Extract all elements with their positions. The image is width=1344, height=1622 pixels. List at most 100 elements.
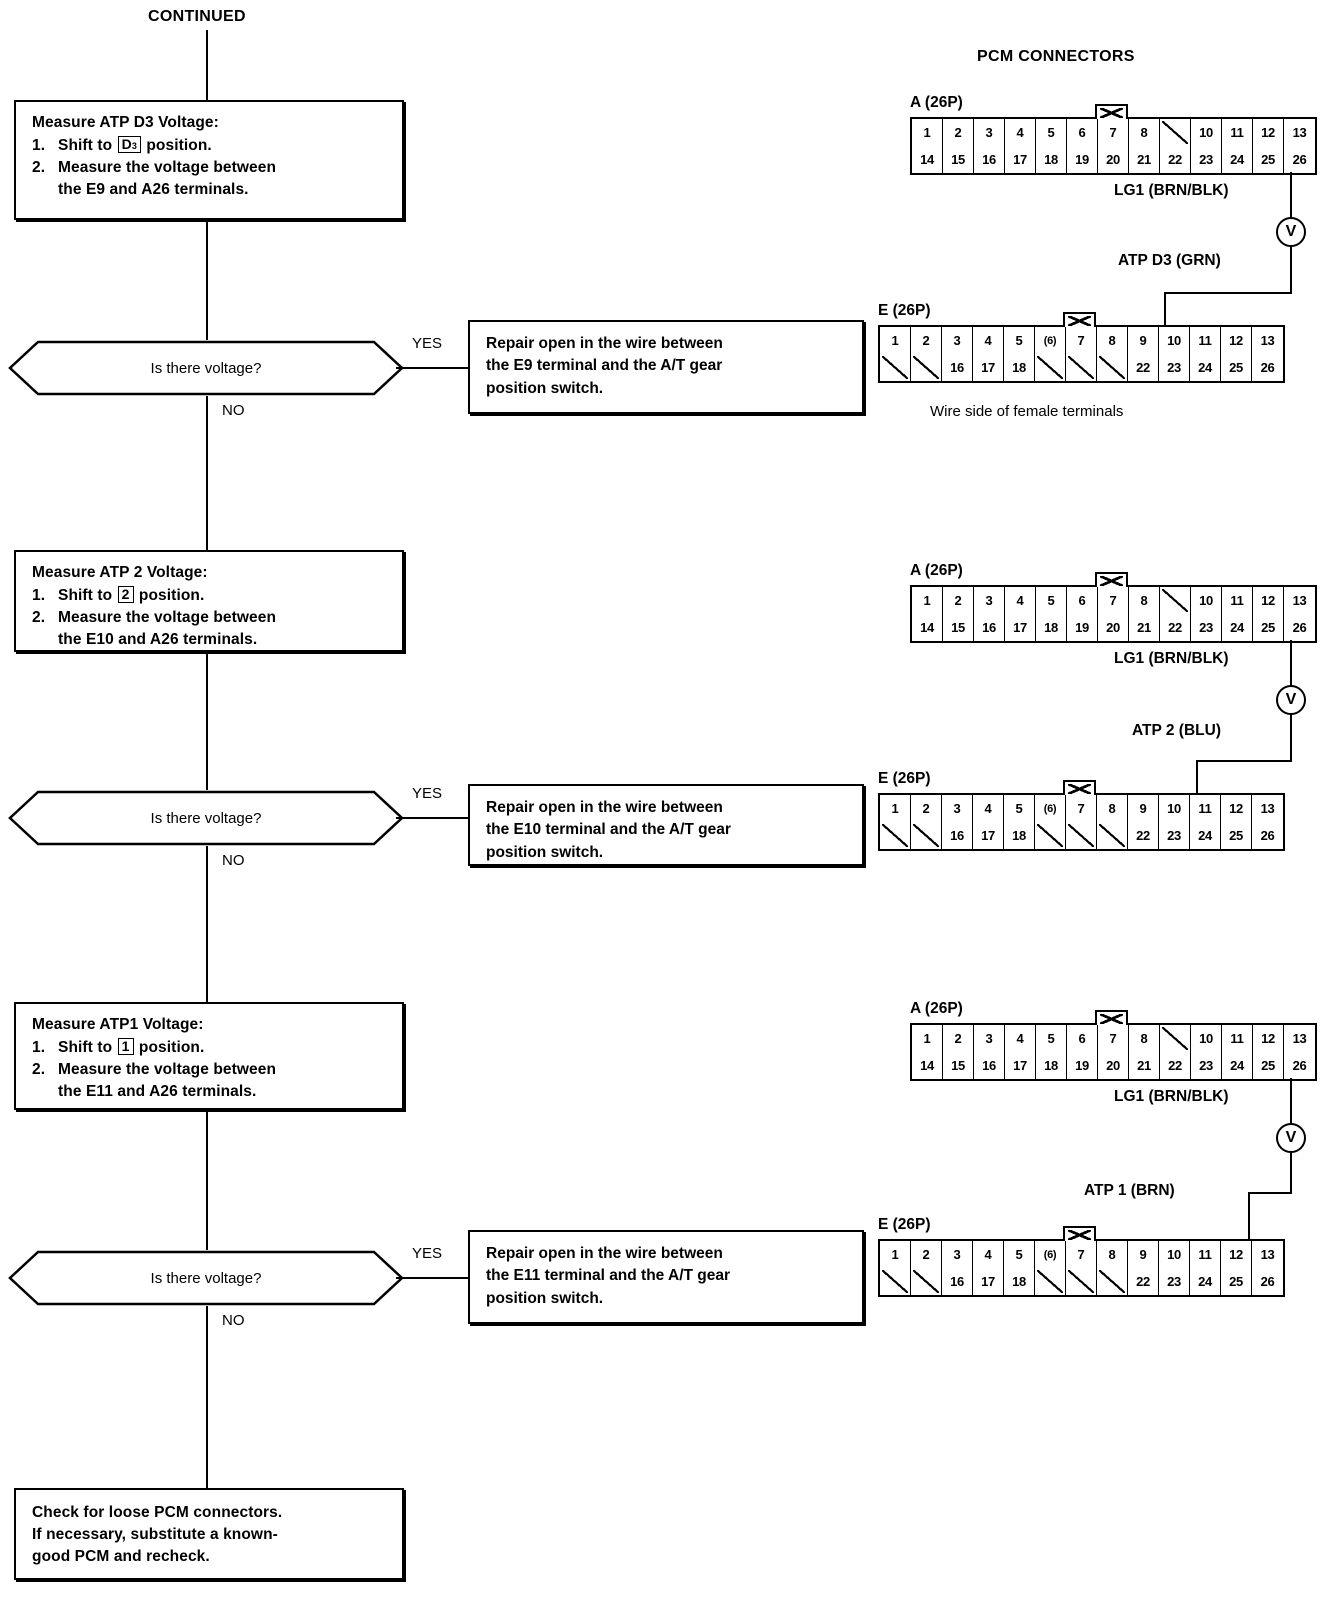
yes-branch-line-3	[396, 1277, 468, 1279]
repair-box-atp-d3: Repair open in the wire between the E9 t…	[468, 320, 864, 414]
no-label-1: NO	[222, 402, 245, 419]
final-line: Check for loose PCM connectors.	[32, 1504, 283, 1521]
terminal-cell: 2	[911, 1241, 942, 1268]
measure-step-2: 2. Measure the voltage between the E10 a…	[32, 607, 390, 651]
measure-box-atp-1: Measure ATP1 Voltage: 1. Shift to 1 posi…	[14, 1002, 404, 1110]
terminal-cell: 25	[1253, 1052, 1284, 1079]
connector-row-bottom: 14 15 16 17 18 19 20 21 22 23 24 25 26	[912, 614, 1315, 641]
measure-title: Measure ATP1 Voltage:	[32, 1016, 204, 1033]
wire-to-e9-1	[1164, 292, 1166, 325]
terminal-cell: 11	[1222, 1025, 1253, 1052]
terminal-cell: 5	[1036, 119, 1067, 146]
terminal-cell: 4	[973, 327, 1004, 354]
terminal-cell: 24	[1190, 1268, 1221, 1295]
terminal-cell: 8	[1129, 587, 1160, 614]
terminal-cell: 22	[1128, 354, 1159, 381]
terminal-cell: 6	[1067, 1025, 1098, 1052]
terminal-cell: 9	[1128, 1241, 1159, 1268]
terminal-cell: 2	[943, 1025, 974, 1052]
terminal-cell: 25	[1253, 614, 1284, 641]
connector-a-grid: 1 2 3 4 5 6 7 8 10 11 12 13 14 15 16 17 …	[910, 572, 1317, 643]
voltmeter-icon-2: V	[1276, 685, 1306, 715]
terminal-cell-empty	[1160, 587, 1191, 614]
terminal-cell: 19	[1067, 146, 1098, 173]
step-number: 2.	[32, 1061, 46, 1078]
connector-e-name: E (26P)	[878, 770, 931, 787]
terminal-cell: 25	[1221, 822, 1252, 849]
repair-line: the E9 terminal and the A/T gear	[486, 357, 723, 375]
terminal-cell: 4	[1005, 119, 1036, 146]
terminal-cell: 13	[1252, 327, 1283, 354]
terminal-cell: 11	[1222, 587, 1253, 614]
wire-label-atp-1: ATP 1 (BRN)	[1084, 1182, 1175, 1199]
flowline-1	[206, 220, 208, 340]
decision-is-there-voltage-1: Is there voltage?	[8, 340, 404, 396]
terminal-cell-empty	[1066, 822, 1097, 849]
terminal-cell: 8	[1097, 795, 1128, 822]
terminal-cell: 1	[880, 1241, 911, 1268]
terminal-cell: 7	[1066, 795, 1097, 822]
terminal-cell: 12	[1253, 587, 1284, 614]
step-number: 1.	[32, 137, 46, 154]
terminal-cell: 17	[1005, 1052, 1036, 1079]
terminal-cell: (6)	[1035, 327, 1066, 354]
terminal-cell: 15	[943, 146, 974, 173]
repair-line: position switch.	[486, 379, 604, 397]
measure-title: Measure ATP 2 Voltage:	[32, 564, 208, 581]
step-number: 2.	[32, 159, 46, 176]
terminal-cell: 21	[1129, 146, 1160, 173]
terminal-cell: 7	[1066, 1241, 1097, 1268]
connector-row-top: 1 2 3 4 5 6 7 8 10 11 12 13	[912, 587, 1315, 614]
terminal-cell-empty	[1097, 822, 1128, 849]
terminal-cell: 2	[911, 327, 942, 354]
final-line: good PCM and recheck.	[32, 1548, 210, 1565]
terminal-cell: 16	[942, 354, 973, 381]
terminal-cell-empty	[1160, 119, 1191, 146]
flowline-continued	[206, 30, 208, 100]
connector-e-name: E (26P)	[878, 1216, 931, 1233]
terminal-cell: 24	[1222, 1052, 1253, 1079]
terminal-cell-empty	[1066, 354, 1097, 381]
terminal-cell: 7	[1098, 587, 1129, 614]
repair-line: Repair open in the wire between	[486, 799, 723, 816]
repair-box-atp-1: Repair open in the wire between the E11 …	[468, 1230, 864, 1324]
connector-row-top: 1 2 3 4 5 (6) 7 8 9 10 11 12 13	[880, 795, 1283, 822]
terminal-cell: 13	[1252, 1241, 1283, 1268]
terminal-cell-empty	[911, 1268, 942, 1295]
wire-label-lg1-2: LG1 (BRN/BLK)	[1114, 650, 1229, 667]
terminal-cell-empty	[1035, 354, 1066, 381]
connector-a-name: A (26P)	[910, 1000, 963, 1017]
terminal-cell: 14	[912, 614, 943, 641]
terminal-cell: 10	[1191, 1025, 1222, 1052]
measure-step-1: 1. Shift to 1 position.	[32, 1037, 390, 1059]
terminal-cell: 21	[1129, 614, 1160, 641]
terminal-cell: 18	[1036, 146, 1067, 173]
no-label-3: NO	[222, 1312, 245, 1329]
connector-row-top: 1 2 3 4 5 6 7 8 10 11 12 13	[912, 119, 1315, 146]
step-number: 1.	[32, 1039, 46, 1056]
repair-box-atp-2: Repair open in the wire between the E10 …	[468, 784, 864, 866]
connector-row-bottom: 14 15 16 17 18 19 20 21 22 23 24 25 26	[912, 146, 1315, 173]
yes-label-2: YES	[412, 785, 443, 802]
repair-line: position switch.	[486, 1289, 604, 1307]
terminal-cell: 15	[943, 614, 974, 641]
terminal-cell: 1	[912, 119, 943, 146]
terminal-cell: 6	[1067, 587, 1098, 614]
terminal-cell: 23	[1159, 822, 1190, 849]
connector-notch-icon	[1063, 1226, 1096, 1241]
wire-a26-to-meter-2	[1290, 640, 1292, 686]
terminal-cell: 17	[973, 1268, 1004, 1295]
gear-position-badge: 2	[117, 586, 134, 603]
wire-meter-left-2	[1196, 760, 1292, 762]
terminal-cell: 12	[1253, 119, 1284, 146]
step-text: Measure the voltage between the E9 and A…	[58, 159, 277, 198]
voltmeter-symbol: V	[1285, 223, 1297, 240]
gear-position-badge: D3	[117, 136, 141, 153]
flowline-2	[206, 652, 208, 790]
terminal-cell: 3	[942, 795, 973, 822]
yes-label-3: YES	[412, 1245, 443, 1262]
terminal-cell: 26	[1252, 822, 1283, 849]
wire-meter-left-3	[1248, 1192, 1292, 1194]
terminal-cell: 16	[974, 146, 1005, 173]
